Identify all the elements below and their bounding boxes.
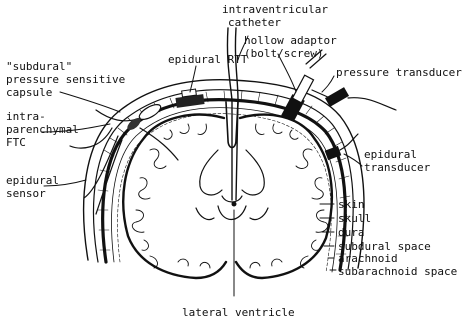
label-epidural-transducer-1: epidural xyxy=(364,148,417,161)
label-intraparenchymal-1: intra- xyxy=(6,110,46,123)
hollow-adaptor-bolt xyxy=(281,50,326,122)
label-arachnoid: arachnoid xyxy=(338,252,398,265)
pressure-transducer-device xyxy=(312,87,396,110)
label-subdural-2: pressure sensitive xyxy=(6,73,125,86)
label-subdural-3: capsule xyxy=(6,86,52,99)
label-skin: skin xyxy=(338,198,365,211)
label-epidural-rtt: epidural RTT xyxy=(168,53,248,66)
label-hollow-adaptor: hollow adaptor xyxy=(244,34,337,47)
label-intraparenchymal-3: FTC xyxy=(6,136,26,149)
arachnoid-line xyxy=(112,108,338,272)
dura-line xyxy=(103,100,346,270)
label-epidural-transducer-2: transducer xyxy=(364,161,431,174)
label-bolt-screw: (bolt/screw) xyxy=(244,47,323,60)
brain xyxy=(123,102,332,278)
label-subdural-1: "subdural" xyxy=(6,60,72,73)
subarachnoid-line xyxy=(117,114,331,272)
label-epidural-sensor-2: sensor xyxy=(6,187,46,200)
catheter-tip xyxy=(232,202,237,207)
gyri-left xyxy=(132,124,210,268)
label-epidural-sensor-1: epidural xyxy=(6,174,59,187)
right-hemisphere xyxy=(236,115,332,278)
gyri-right xyxy=(250,124,328,268)
label-skull: skull xyxy=(338,212,371,225)
label-pressure-transducer: pressure transducer xyxy=(336,66,462,79)
label-lateral-ventricle: lateral ventricle xyxy=(182,306,295,319)
label-catheter: catheter xyxy=(228,16,281,29)
skull-hatching xyxy=(98,91,350,254)
label-intraventricular: intraventricular xyxy=(222,3,328,16)
label-subarachnoid-space: subarachnoid space xyxy=(338,265,457,278)
label-intraparenchymal-2: parenchymal xyxy=(6,123,79,136)
left-hemisphere xyxy=(123,115,226,278)
label-dura: dura xyxy=(338,226,365,239)
